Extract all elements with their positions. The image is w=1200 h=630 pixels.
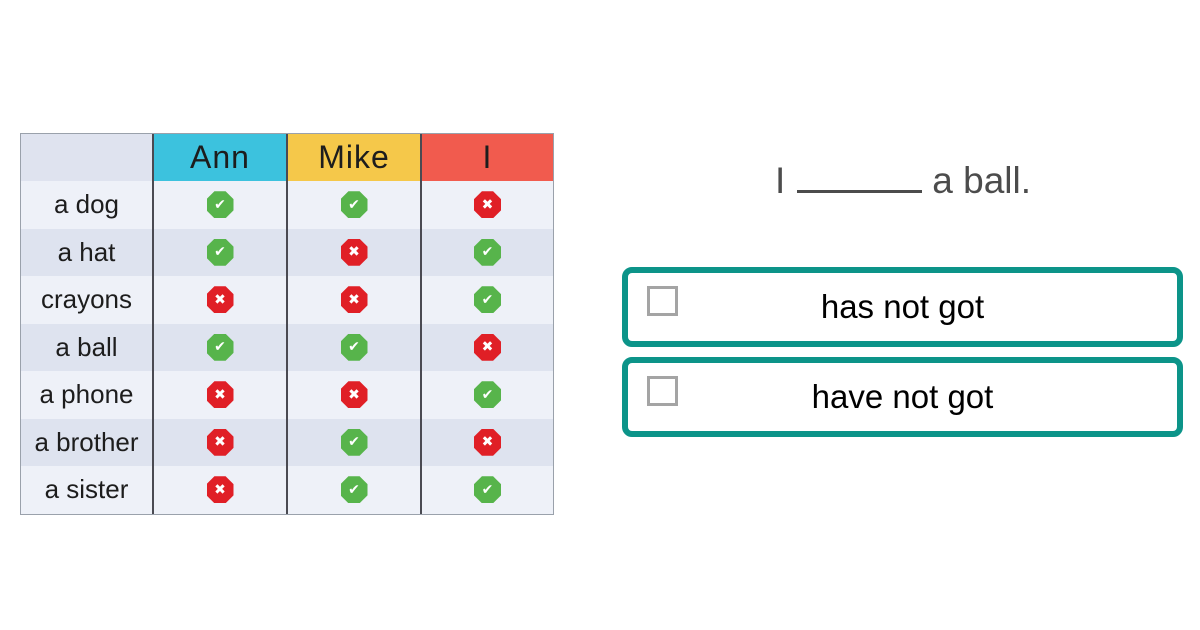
check-octagon-icon — [340, 428, 368, 456]
cross-octagon-icon — [340, 238, 368, 266]
check-octagon-icon — [340, 333, 368, 361]
row-label: a hat — [21, 228, 152, 276]
check-octagon-icon — [340, 191, 368, 219]
table-row: a phone — [21, 371, 553, 419]
cross-octagon-icon — [206, 428, 234, 456]
table-header-row: Ann Mike I — [21, 134, 553, 181]
question-suffix: a ball. — [932, 160, 1031, 201]
table-row: a ball — [21, 323, 553, 371]
column-header-i: I — [420, 134, 553, 181]
checkbox-icon[interactable] — [647, 286, 678, 316]
option-have-not-got[interactable]: have not got — [622, 357, 1183, 437]
row-label: crayons — [21, 276, 152, 324]
table-row: crayons — [21, 276, 553, 324]
checkbox-icon[interactable] — [647, 376, 678, 406]
check-octagon-icon — [474, 381, 501, 409]
cross-octagon-icon — [206, 381, 234, 409]
option-label: has not got — [820, 288, 985, 325]
table-row: a brother — [21, 418, 553, 466]
column-header-mike: Mike — [286, 134, 420, 181]
cross-octagon-icon — [474, 428, 501, 456]
table-row: a dog — [21, 181, 553, 229]
cross-octagon-icon — [206, 286, 234, 314]
answer-blank — [797, 167, 923, 193]
cross-octagon-icon — [340, 286, 368, 314]
table-row: a hat — [21, 228, 553, 276]
row-label: a phone — [21, 371, 152, 419]
row-label: a brother — [21, 418, 152, 466]
question-prefix: I — [774, 160, 786, 201]
table-row: a sister — [21, 466, 553, 514]
cross-octagon-icon — [340, 381, 368, 409]
check-octagon-icon — [474, 476, 501, 504]
check-octagon-icon — [474, 238, 501, 266]
check-octagon-icon — [206, 191, 234, 219]
row-label: a sister — [21, 466, 152, 514]
row-label: a dog — [21, 181, 152, 229]
column-header-ann: Ann — [152, 134, 286, 181]
check-octagon-icon — [206, 333, 234, 361]
cross-octagon-icon — [206, 476, 234, 504]
check-octagon-icon — [340, 476, 368, 504]
check-octagon-icon — [206, 238, 234, 266]
option-label: have not got — [811, 378, 994, 415]
check-octagon-icon — [474, 286, 501, 314]
row-label: a ball — [21, 323, 152, 371]
option-has-not-got[interactable]: has not got — [622, 267, 1183, 347]
table-corner-cell — [21, 134, 152, 181]
have-got-table: Ann Mike I a dog a hat crayons a ball — [20, 133, 554, 515]
cross-octagon-icon — [474, 333, 501, 361]
cross-octagon-icon — [474, 191, 501, 219]
